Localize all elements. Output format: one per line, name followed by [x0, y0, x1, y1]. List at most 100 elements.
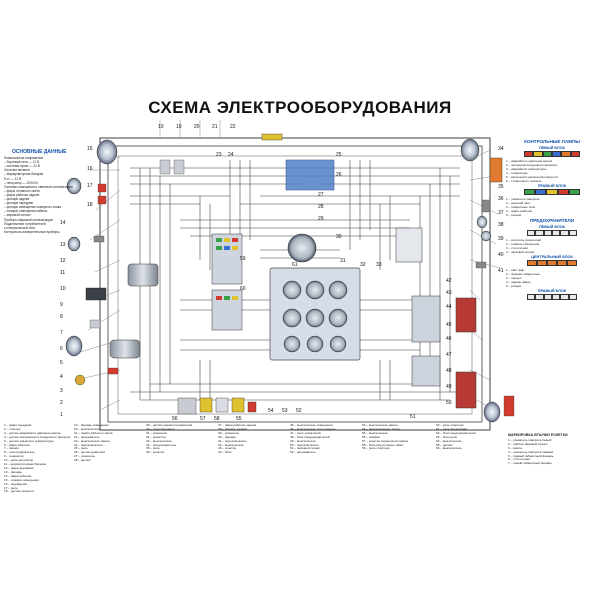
svg-text:26: 26 [336, 172, 342, 178]
legend-line: 24 – переключатель [74, 443, 103, 447]
legend-line: 2 – засорения воздушного фильтра [506, 163, 557, 167]
legend-line: 4 – генератора [506, 171, 528, 175]
svg-text:27: 27 [318, 192, 324, 198]
legend-line: 5 – резерв [506, 284, 522, 288]
svg-text:37: 37 [498, 210, 504, 216]
legend-line: 44 – блок [218, 451, 232, 455]
legend-line: 37 – фара рабочая задняя [218, 424, 257, 427]
svg-text:5: 5 [60, 360, 63, 366]
svg-text:52: 52 [296, 408, 302, 414]
svg-text:42: 42 [446, 278, 452, 284]
svg-text:14: 14 [60, 220, 66, 226]
control-lamps-header: КОНТРОЛЬНЫЕ ЛАМПЫ [524, 139, 580, 144]
dashboard-panel [269, 267, 361, 361]
svg-text:61: 61 [292, 262, 298, 268]
svg-text:35: 35 [498, 184, 504, 190]
gauge-right-icon [480, 230, 492, 242]
starter-icon [109, 339, 141, 359]
svg-text:10: 10 [158, 124, 164, 130]
legend-line: 46 – выключатель стоп-сигнала [290, 427, 336, 431]
legend-line: 33 – выключатель [146, 439, 172, 443]
legend-line: – бортовой сети — 12 В [4, 160, 40, 165]
horn-icon [93, 235, 105, 243]
svg-text:16: 16 [87, 166, 93, 172]
fuses-left-label: ЛЕВЫЙ БЛОК [538, 225, 565, 229]
svg-text:33: 33 [376, 262, 382, 268]
fuses-right-label: ПРАВЫЙ БЛОК [537, 289, 567, 293]
fuse-block-left [211, 233, 243, 331]
svg-text:11: 11 [60, 270, 65, 276]
svg-text:29: 29 [318, 216, 324, 222]
legend-line: 36 – розетка [146, 451, 164, 455]
legend-line: 31 – указатель [146, 431, 168, 435]
legend-line: 3 – масса [508, 446, 522, 450]
svg-text:39: 39 [498, 236, 504, 242]
legend-line: 12 – фара дорожная [4, 466, 34, 470]
legend-line: 42 – выключатель [218, 443, 244, 447]
svg-text:50: 50 [446, 400, 452, 406]
legend-line: 5 – правый габаритный фонарь [508, 454, 554, 458]
legend-line: Приборы звуковой сигнализации [4, 217, 53, 222]
legend-line: 41 – переключатель [218, 439, 247, 443]
legend-line: 51 – звуковой сигнал [290, 447, 321, 451]
callout-numbers-left: 15 16 17 18 14 13 12 11 10 9 8 7 6 5 4 3… [60, 146, 93, 418]
fuses-left-bar [527, 230, 577, 236]
fuses-central-label: ЦЕНТРАЛЬНЫЙ БЛОК [531, 255, 573, 259]
tail-lamp-icon [503, 395, 515, 417]
svg-text:10: 10 [60, 286, 66, 292]
svg-text:44: 44 [446, 304, 452, 310]
basic-data-header: ОСНОВНЫЕ ДАННЫЕ [12, 149, 67, 155]
legend-line: – фонарь освещения номерного знака [4, 205, 61, 210]
left-components [65, 139, 159, 386]
legend-line: 1 – контроль указателей [506, 238, 542, 242]
legend-line: 17 – реле [4, 486, 18, 490]
legend-line: 59 – реле стартера [362, 447, 390, 451]
legend-line: 62 – блок предохранителей [436, 431, 476, 435]
svg-text:53: 53 [282, 408, 288, 414]
legend-line: 38 – фонарь задний [218, 427, 247, 431]
legend-line: 3 – габаритные огни [506, 205, 536, 209]
legend-line: 57 – розетка переносной лампы [362, 439, 409, 443]
legend-line: 5 – датчик указателя температуры [4, 439, 54, 443]
legend-line: 15 – плафон освещения [4, 478, 39, 482]
legend-line: 2 – плафон освещения [506, 242, 540, 246]
legend-line: 50 – переключатель [290, 443, 319, 447]
legend-line: – системы пуска — 24 В [4, 164, 40, 169]
legend-line: 4 – звуковой сигнал [506, 250, 535, 254]
page-title: СХЕМА ЭЛЕКТРООБОРУДОВАНИЯ [148, 98, 452, 117]
legend-line: 5 – включения указателей поворота [506, 175, 558, 179]
svg-text:51: 51 [410, 414, 416, 420]
legend-line: 1 – указатель поворота [506, 197, 540, 201]
legend-line: 1 – указатель поворота левый [508, 438, 552, 442]
legend-line: 1 – фара передняя [4, 424, 32, 427]
svg-text:38: 38 [498, 222, 504, 228]
legend-line: 45 – выключатель освещения [290, 424, 333, 427]
legend-line: 4 – датчик засоренности воздушного фильт… [4, 435, 71, 439]
legend-line: 2 – фонари габаритные [506, 272, 540, 276]
legend-line: 55 – выключатель [362, 431, 388, 435]
svg-text:22: 22 [230, 124, 236, 130]
rear-headlamp-icon [460, 138, 480, 162]
legend-line: 1 – свет фар [506, 268, 525, 272]
sensor-icon [74, 374, 86, 386]
svg-text:20: 20 [194, 124, 200, 130]
left-block-label: ЛЕВЫЙ БЛОК [538, 146, 565, 150]
svg-text:31: 31 [340, 258, 346, 264]
legend-line: 4 – фары рабочие [506, 209, 533, 213]
legend-line: 6 ст — 12 В [4, 176, 22, 181]
legend-line: 4 – указатель поворота правый [508, 450, 553, 454]
legend-line: 61 – реле блокировки [436, 427, 468, 431]
legend-line: 63 – блок реле [436, 435, 458, 439]
svg-text:30: 30 [336, 234, 342, 240]
legend-line: – плафон освещения кабины [4, 209, 48, 214]
legend-line: 28 – датчик [74, 459, 91, 463]
legend-line: 49 – выключатель [290, 439, 316, 443]
